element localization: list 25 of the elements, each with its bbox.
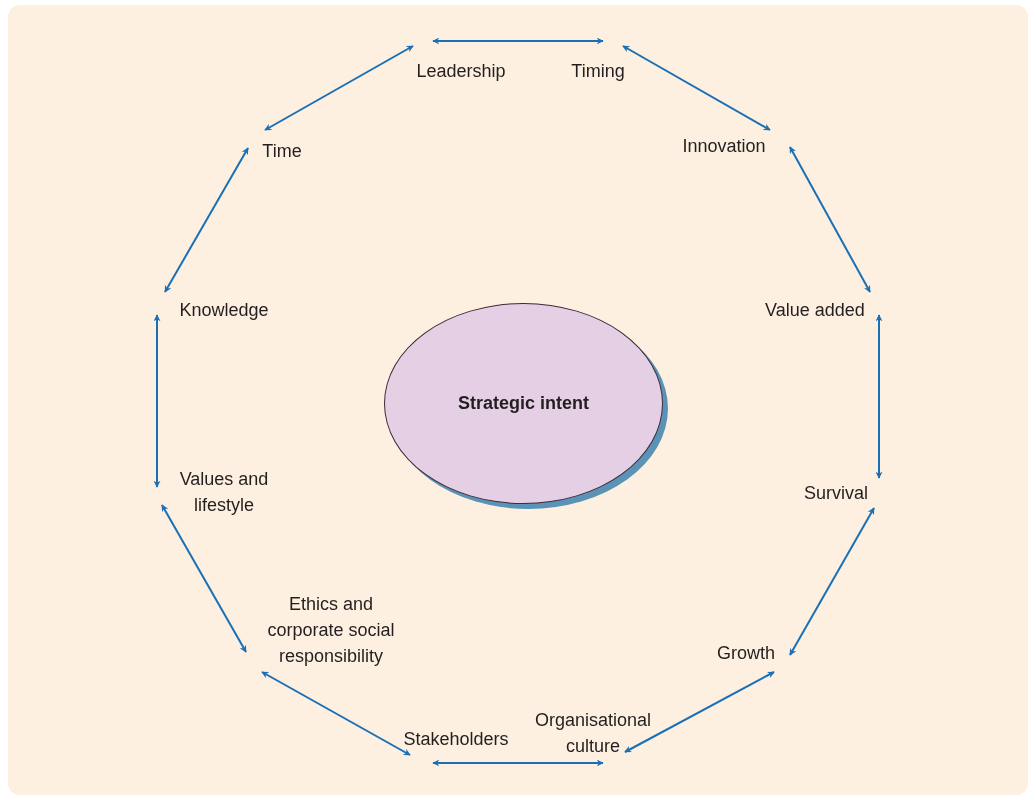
double-arrow bbox=[875, 314, 883, 479]
node-label: Growth bbox=[717, 642, 775, 665]
node-label: Innovation bbox=[682, 135, 766, 158]
node-label: Timing bbox=[571, 60, 625, 83]
node-label: Stakeholders bbox=[403, 728, 509, 751]
double-arrow bbox=[624, 671, 775, 753]
double-arrow bbox=[153, 314, 161, 488]
node-label: Ethics and corporate social responsibility bbox=[266, 593, 396, 668]
double-arrow bbox=[264, 45, 414, 131]
node-label: Knowledge bbox=[179, 299, 269, 322]
node-label: Values and lifestyle bbox=[178, 468, 270, 517]
node-label: Value added bbox=[765, 299, 865, 322]
double-arrow bbox=[432, 759, 604, 767]
double-arrow bbox=[789, 146, 871, 293]
node-label: Time bbox=[262, 140, 302, 163]
double-arrow bbox=[622, 45, 771, 131]
double-arrow bbox=[161, 504, 247, 653]
node-label: Strategic intent bbox=[458, 392, 589, 415]
node-label: Organisational culture bbox=[533, 709, 653, 758]
double-arrow bbox=[164, 147, 249, 293]
node-label: Survival bbox=[804, 482, 868, 505]
double-arrow bbox=[432, 37, 604, 45]
double-arrow bbox=[261, 671, 411, 756]
double-arrow bbox=[789, 507, 875, 656]
node-label: Leadership bbox=[416, 60, 506, 83]
